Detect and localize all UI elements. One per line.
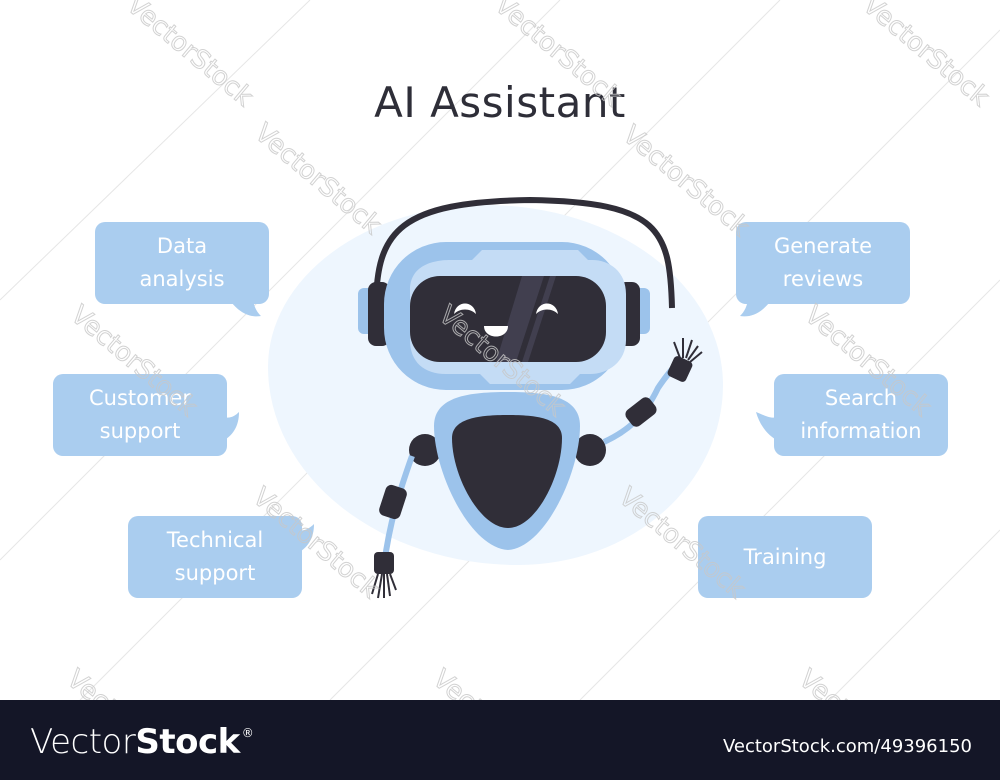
speech-tail-icon [740, 296, 774, 317]
bubble-search-information: Search information [756, 374, 948, 456]
bubble-label: Data [156, 234, 208, 258]
bubble-label: Technical [166, 528, 264, 552]
speech-tail-icon [756, 412, 780, 442]
bubble-technical-support: Technical support [128, 516, 314, 598]
vectorstock-logo: VectorStock® [30, 722, 254, 762]
bubble-training: Training [698, 516, 872, 598]
speech-tail-icon [227, 296, 261, 317]
image-id-link[interactable]: VectorStock.com/49396150 [722, 736, 972, 757]
speech-tail-icon [221, 412, 239, 442]
footer-bar: VectorStock® VectorStock.com/49396150 [0, 700, 1000, 780]
speech-tail-icon [296, 524, 314, 554]
bubble-customer-support: Customer support [53, 374, 239, 456]
bubble-label: Generate [773, 234, 873, 258]
illustration-canvas: AI Assistant [0, 0, 1000, 700]
bubble-label: Customer [88, 386, 191, 410]
bubble-label: analysis [139, 267, 225, 291]
bubble-generate-reviews: Generate reviews [736, 222, 910, 317]
bubble-label: Training [743, 544, 827, 569]
bubble-label: reviews [782, 267, 864, 291]
bubble-label: information [800, 419, 922, 443]
bubble-label: support [99, 419, 181, 443]
bubble-data-analysis: Data analysis [95, 222, 269, 317]
robot-chatbot-icon [358, 196, 703, 599]
bubble-label: support [174, 561, 256, 585]
page-title: AI Assistant [374, 78, 626, 127]
bubble-label: Search [824, 386, 898, 410]
